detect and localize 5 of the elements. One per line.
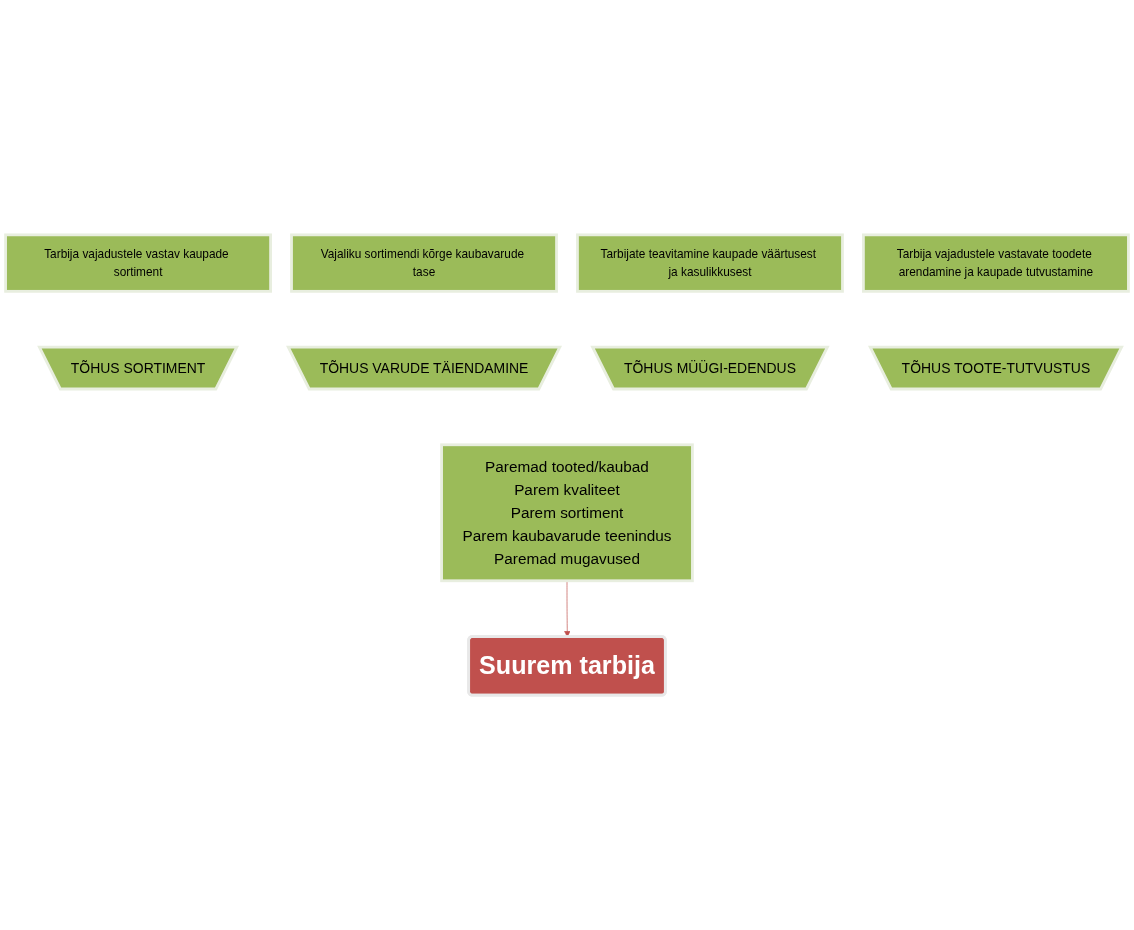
node-box: Tarbija vajadustele vastav kaupade sortiment <box>4 233 272 293</box>
node-box: Tarbijate teavitamine kaupade väärtusest ja kasulikkusest <box>576 233 844 293</box>
node-box: Tarbija vajadustele vastavate toodete arendamine ja kaupade tutvustamine <box>862 233 1130 293</box>
node-box: Vajaliku sortimendi kõrge kaubavarude tase <box>290 233 558 293</box>
node-box: Paremad tooted/kaubad Parem kvaliteet Parem sortiment Parem kaubavarude teenindus Paremad mugavused <box>440 443 694 583</box>
